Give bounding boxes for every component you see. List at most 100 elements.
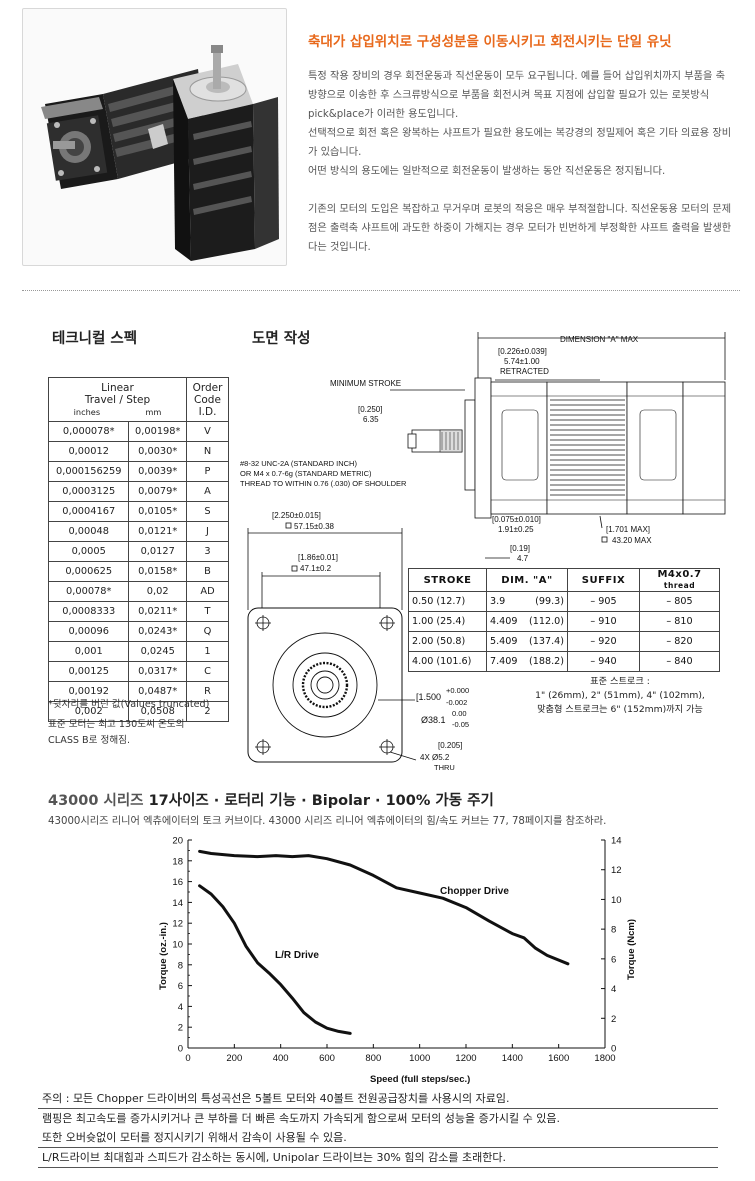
y-tick-label: 2 — [178, 1023, 183, 1034]
spec-notes: *뒷자리를 버린 값(Values truncated) 표준 모터는 최고 1… — [48, 697, 248, 749]
mm-value: 0,0121* — [128, 521, 187, 542]
series-label-chopper: Chopper Drive — [440, 886, 509, 897]
order-code: C — [186, 661, 229, 682]
inches-value: 0,002 — [47, 701, 130, 722]
dim-a-inch: 7.409 — [485, 651, 523, 672]
thread-value: – 805 — [639, 591, 720, 612]
dim-019-a: [0.19] — [510, 544, 530, 553]
order-code: N — [186, 441, 229, 462]
hole-dim-1: [0.205] — [438, 741, 462, 750]
suffix-value: – 940 — [567, 651, 640, 672]
spec-table-header: Linear Travel / Step inches mm Order Cod… — [48, 377, 229, 422]
mm-value: 0,0079* — [128, 481, 187, 502]
order-code: A — [186, 481, 229, 502]
dim-a-mm: (112.0) — [522, 611, 568, 632]
header-thread-small: thread — [663, 581, 696, 590]
intro-text: 특정 작용 장비의 경우 회전운동과 직선운동이 모두 요구됩니다. 예를 들어… — [308, 67, 748, 257]
spec-row: 0,000078*0,00198*V — [47, 421, 229, 442]
spec-table: Linear Travel / Step inches mm Order Cod… — [47, 377, 229, 722]
dim-0250-b: 6.35 — [363, 415, 379, 424]
footnote: 램핑은 최고속도를 증가시키거나 큰 부하를 더 빠른 속도까지 가속되게 함으… — [42, 1112, 560, 1125]
y-axis-label: Torque (oz.-in.) — [158, 922, 169, 990]
stroke-note-standard: 1" (26mm), 2" (51mm), 4" (102mm), — [535, 690, 705, 701]
hole-dim-2: 4X Ø5.2 — [420, 753, 450, 762]
dim-2250-a: [2.250±0.015] — [272, 511, 321, 520]
y-tick-label: 8 — [178, 960, 183, 971]
y2-tick-label: 0 — [611, 1044, 616, 1055]
lr-drive-line — [198, 884, 352, 1035]
mm-value: 0,0243* — [128, 621, 187, 642]
dim-a-mm: (137.4) — [522, 631, 568, 652]
x-tick-label: 200 — [226, 1053, 242, 1064]
stroke-note-custom: 맞춤형 스트로크는 6" (152mm)까지 가능 — [537, 704, 703, 715]
y2-tick-label: 12 — [611, 865, 622, 876]
dim-1500: [1.500 — [416, 692, 441, 702]
dim-0250-a: [0.250] — [358, 405, 382, 414]
header-inches: inches — [73, 406, 101, 417]
inches-value: 0,0005 — [47, 541, 130, 562]
y-tick-label: 4 — [178, 1002, 183, 1013]
header-linear: Linear — [101, 381, 134, 394]
stroke-value: 4.00 (101.6) — [408, 651, 487, 672]
order-code: S — [186, 501, 229, 522]
technical-drawing: DIMENSION "A" MAX [0.226±0.039] 5.74±1.0… — [240, 332, 726, 772]
mm-value: 0,0105* — [128, 501, 187, 522]
inches-value: 0,001 — [47, 641, 130, 662]
y2-axis-label: Torque (Ncm) — [626, 919, 637, 980]
x-tick-label: 0 — [185, 1053, 190, 1064]
x-axis-label: Speed (full steps/sec.) — [370, 1074, 470, 1085]
intro-paragraph: 다는 것입니다. — [308, 242, 371, 253]
intro-paragraph: 어떤 방식의 용도에는 일반적으로 회전운동이 발생하는 동안 직선운동은 정지… — [308, 166, 666, 177]
order-code: AD — [186, 581, 229, 602]
dim-1500-tol-upper: +0.000 — [446, 686, 469, 695]
stroke-value: 2.00 (50.8) — [408, 631, 487, 652]
dim-a-mm: (188.2) — [522, 651, 568, 672]
y-tick-label: 18 — [172, 856, 183, 867]
dim-a-mm: (99.3) — [522, 591, 568, 612]
inches-value: 0,00048 — [47, 521, 130, 542]
dim-186-a: [1.86±0.01] — [298, 553, 338, 562]
intro-paragraph: 점은 출력축 샤프트에 과도한 하중이 가해지는 경우 모터가 빈번하게 부정확… — [308, 223, 732, 234]
truncation-note: *뒷자리를 버린 값(Values truncated) — [48, 699, 210, 710]
y-tick-label: 12 — [172, 919, 183, 930]
product-photo — [22, 8, 287, 266]
min-stroke-label: MINIMUM STROKE — [330, 379, 401, 388]
series-description: 43000시리즈 리니어 엑츄에이터의 토크 커브이다. 43000 시리즈 리… — [48, 816, 607, 827]
header-thread-main: M4x0.7 — [657, 569, 702, 580]
dim-a-inch: 4.409 — [485, 611, 523, 632]
y2-tick-label: 2 — [611, 1014, 616, 1025]
dim-0075-b: 1.91±0.25 — [498, 525, 534, 534]
dim-381: Ø38.1 — [421, 715, 446, 725]
inches-value: 0,0004167 — [47, 501, 130, 522]
order-code: Q — [186, 621, 229, 642]
x-tick-label: 1600 — [548, 1053, 569, 1064]
stroke-row: 4.00 (101.6)7.409(188.2)– 940– 840 — [408, 651, 720, 672]
intro-paragraph: 특정 작용 장비의 경우 회전운동과 직선운동이 모두 요구됩니다. 예를 들어… — [308, 71, 725, 82]
retract-dim-3: RETRACTED — [500, 367, 549, 376]
stroke-row: 2.00 (50.8)5.409(137.4)– 920– 820 — [408, 631, 720, 652]
inches-value: 0,000078* — [47, 421, 130, 442]
dim-019-b: 4.7 — [517, 554, 529, 563]
front-view: [2.250±0.015] 57.15±0.38 [1.86±0.01] 47.… — [247, 511, 469, 772]
order-code: 2 — [186, 701, 229, 722]
dim-1701-b: 43.20 MAX — [612, 536, 652, 545]
stroke-row: 1.00 (25.4)4.409(112.0)– 910– 810 — [408, 611, 720, 632]
intro-paragraph: 기존의 모터의 도입은 복잡하고 무거우며 로봇의 적응은 매우 부적절합니다.… — [308, 204, 732, 215]
order-code: T — [186, 601, 229, 622]
thread-spec-2: OR M4 x 0.7-6g (STANDARD METRIC) — [240, 469, 372, 478]
inches-value: 0,000625 — [47, 561, 130, 582]
inches-value: 0,00125 — [47, 661, 130, 682]
stroke-note-title: 표준 스트로크 : — [590, 676, 650, 687]
class-note: 표준 모터는 최고 130도씨 온도의 — [48, 719, 185, 730]
dim-381-tol-lower: -0.05 — [452, 720, 469, 729]
side-view: DIMENSION "A" MAX [0.226±0.039] 5.74±1.0… — [240, 332, 726, 563]
y-tick-label: 14 — [172, 898, 183, 909]
stroke-note: 표준 스트로크 : 1" (26mm), 2" (51mm), 4" (102m… — [500, 675, 740, 717]
inches-value: 0,0008333 — [47, 601, 130, 622]
